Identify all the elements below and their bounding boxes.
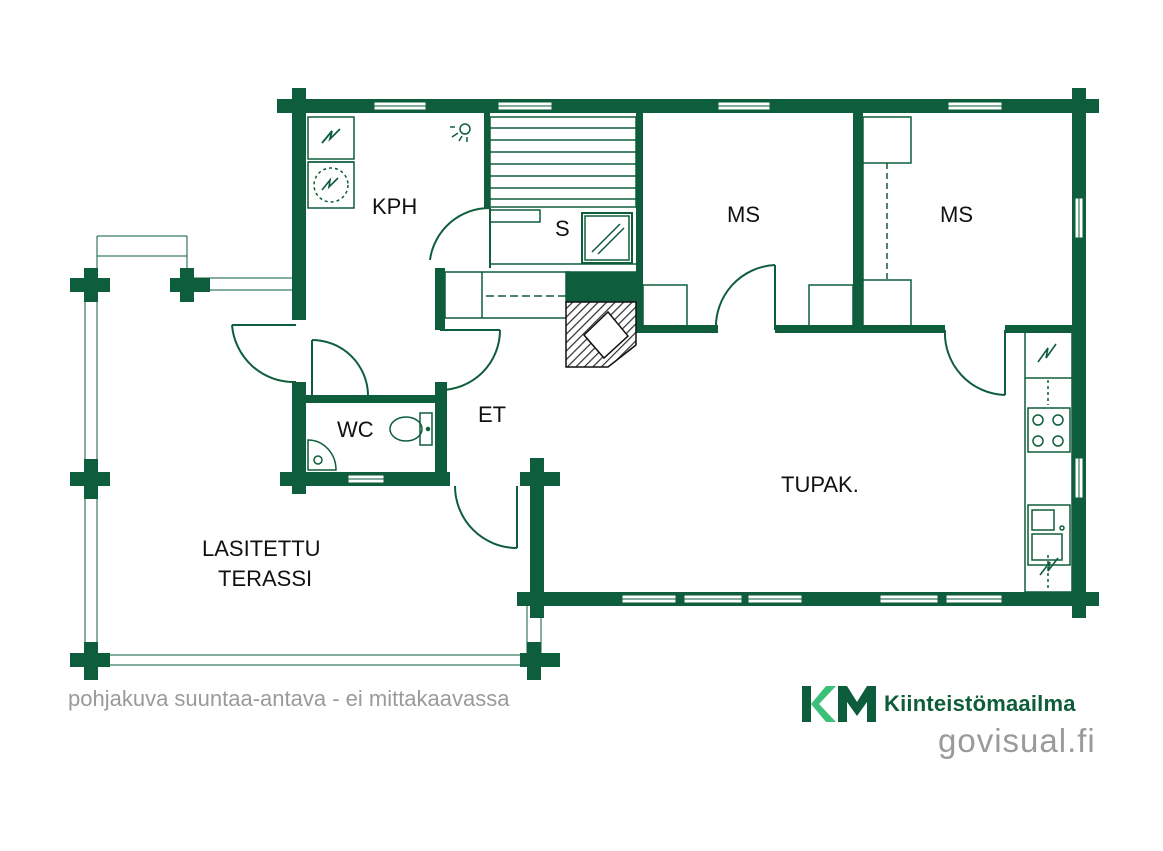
km-logo-icon — [802, 686, 876, 722]
room-label-ms-2: MS — [940, 202, 973, 227]
doors — [231, 206, 1006, 549]
door-kph-et — [439, 329, 501, 391]
door-et-outside — [454, 485, 518, 549]
sink-icon — [307, 439, 337, 471]
walls — [277, 88, 1099, 618]
room-label-kph: KPH — [372, 194, 417, 219]
sauna-fixtures — [489, 116, 637, 265]
toilet-icon — [389, 412, 433, 446]
shower-icon — [450, 123, 471, 142]
electric-icon-kitchen — [1037, 343, 1057, 363]
room-label-et: ET — [478, 402, 506, 427]
electric-panel-icon — [307, 116, 355, 160]
room-labels: KPH S MS MS WC ET TUPAK. LASITETTU TERAS… — [202, 194, 973, 591]
door-entry-terrace — [231, 324, 297, 384]
sauna-stove-icon — [581, 212, 633, 264]
windows — [347, 101, 1084, 604]
terrace-posts — [70, 268, 560, 680]
room-label-wc: WC — [337, 417, 374, 442]
electric-icon-sink — [1039, 557, 1059, 576]
door-ms1 — [714, 264, 776, 331]
room-label-ms-1: MS — [727, 202, 760, 227]
disclaimer-note: pohjakuva suuntaa-antava - ei mittakaava… — [68, 686, 510, 711]
brand-name: Kiinteistömaailma — [884, 691, 1076, 716]
ms-fixtures — [642, 116, 912, 328]
room-label-tupak: TUPAK. — [781, 472, 859, 497]
hall-fixtures — [444, 271, 637, 319]
room-label-s: S — [555, 216, 570, 241]
kitchen-sink-icon — [1027, 504, 1071, 566]
room-label-terrace-1: LASITETTU — [202, 536, 321, 561]
door-kph-sauna — [429, 206, 491, 268]
door-wc — [311, 339, 369, 396]
kitchen-fixtures — [1024, 331, 1073, 593]
brand-block: Kiinteistömaailma — [802, 684, 1076, 724]
site-url: govisual.fi — [938, 722, 1096, 759]
kph-fixtures — [307, 116, 471, 209]
room-label-terrace-2: TERASSI — [218, 566, 312, 591]
stove-icon — [1027, 407, 1071, 453]
terrace-glazing — [84, 235, 542, 666]
door-ms2 — [943, 329, 1006, 396]
floor-drain-icon — [307, 161, 355, 209]
wc-fixtures — [307, 412, 433, 471]
fireplace-icon — [565, 301, 637, 368]
